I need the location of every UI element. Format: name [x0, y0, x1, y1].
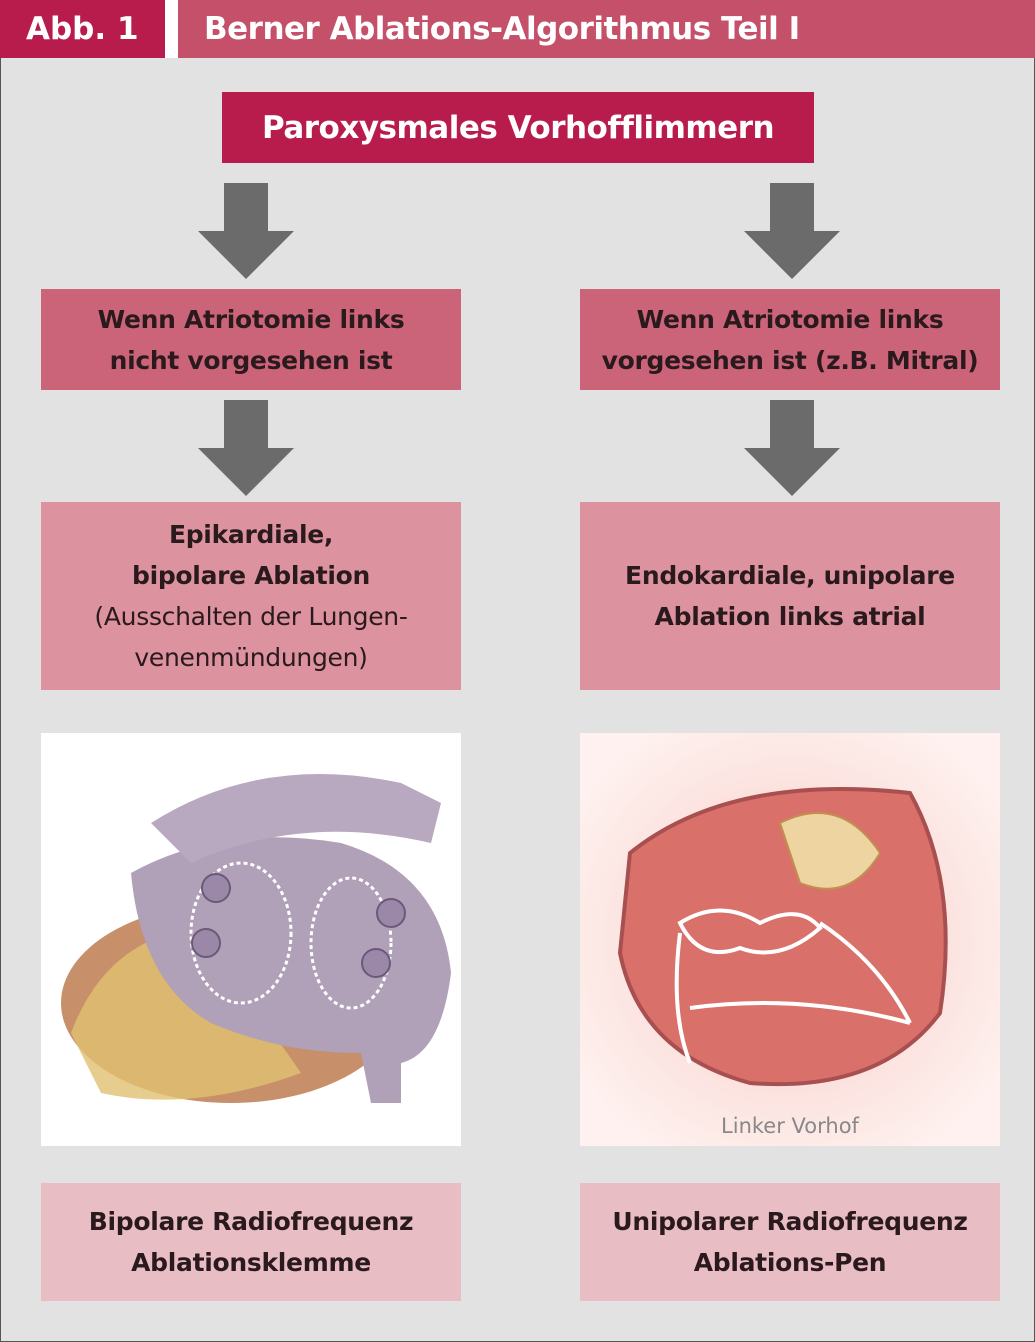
text-line: Bipolare Radiofrequenz: [88, 1207, 414, 1236]
text-line: Epikardiale,: [168, 520, 334, 549]
left-condition-node: Wenn Atriotomie links nicht vorgesehen i…: [41, 289, 461, 390]
figure-title: Berner Ablations-Algorithmus Teil I: [178, 0, 1035, 58]
root-node: Paroxysmales Vorhofflimmern: [222, 92, 814, 163]
right-method-node: Endokardiale, unipolare Ablation links a…: [580, 502, 1000, 690]
text-line: vorgesehen ist (z.B. Mitral): [601, 345, 979, 375]
left-method-node: Epikardiale, bipolare Ablation (Ausschal…: [41, 502, 461, 690]
left-device-node: Bipolare Radiofrequenz Ablationsklemme: [41, 1183, 461, 1301]
arrow-down-icon: [198, 183, 294, 279]
arrow-down-icon: [744, 400, 840, 496]
right-device-node: Unipolarer Radiofrequenz Ablations-Pen: [580, 1183, 1000, 1301]
text-line: bipolare Ablation: [131, 561, 371, 590]
text-line: (Ausschalten der Lungen-: [94, 602, 408, 631]
text-line: venenmündungen): [134, 643, 368, 672]
text-line: Wenn Atriotomie links: [636, 304, 944, 334]
text-line: Ablationsklemme: [131, 1248, 371, 1277]
left-atrium-illustration: Linker Vorhof: [580, 733, 1000, 1146]
text-line: Ablation links atrial: [654, 602, 926, 631]
text-line: Wenn Atriotomie links: [97, 304, 405, 334]
arrow-down-icon: [744, 183, 840, 279]
text-line: Endokardiale, unipolare: [625, 561, 955, 590]
text-line: Ablations-Pen: [693, 1248, 887, 1277]
text-line: Unipolarer Radiofrequenz: [612, 1207, 968, 1236]
text-line: nicht vorgesehen ist: [109, 345, 393, 375]
arrow-down-icon: [198, 400, 294, 496]
figure-label: Abb. 1: [0, 0, 165, 58]
right-condition-node: Wenn Atriotomie links vorgesehen ist (z.…: [580, 289, 1000, 390]
diagram-background: [0, 58, 1035, 1342]
heart-epicardial-illustration: [41, 733, 461, 1146]
image-caption: Linker Vorhof: [721, 1114, 859, 1138]
